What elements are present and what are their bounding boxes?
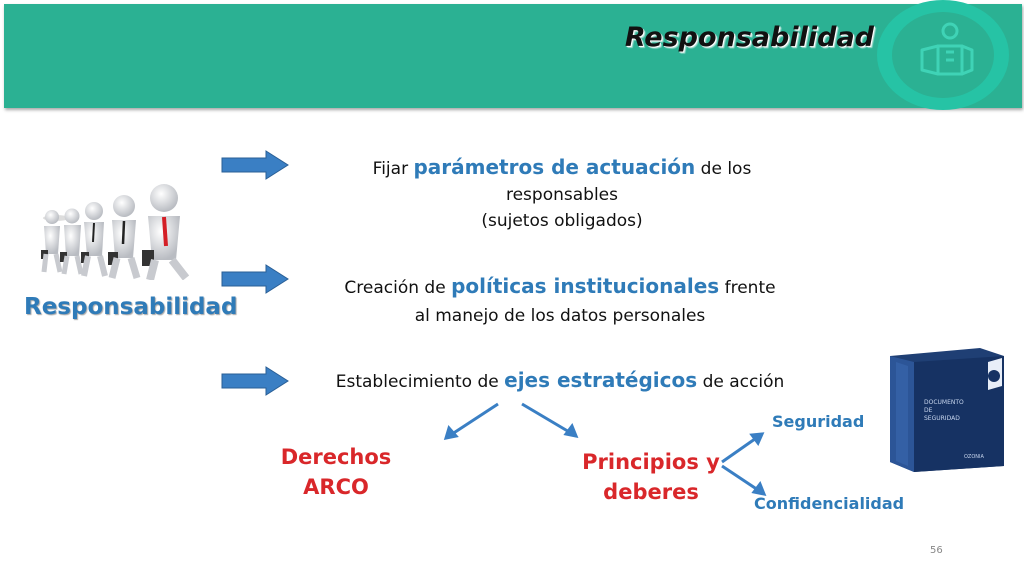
principios-line: Principios y — [582, 450, 720, 474]
confidencialidad-label: Confidencialidad — [754, 494, 905, 513]
arco-line: ARCO — [303, 475, 369, 499]
item-highlight: parámetros de actuación — [413, 155, 696, 179]
item-line2: responsables — [505, 185, 618, 205]
arrow-right-icon — [221, 150, 289, 180]
deberes-line: deberes — [603, 480, 699, 504]
business-people-illustration — [41, 184, 190, 280]
item-pre: Creación de — [344, 278, 452, 298]
derechos-arco-label: Derechos ARCO — [274, 442, 398, 502]
item-post: de los — [695, 159, 752, 179]
arrow-right-icon — [221, 366, 289, 396]
derechos-line: Derechos — [280, 445, 392, 469]
binder-brand: OZONIA — [964, 454, 985, 460]
item-pre: Fijar — [372, 159, 414, 179]
page-number: 56 — [930, 545, 943, 556]
binder-line2: DE — [924, 407, 933, 414]
item-highlight: políticas institucionales — [451, 274, 720, 298]
person-figure — [41, 210, 69, 273]
binder-line1: DOCUMENTO — [924, 399, 964, 406]
item-parametros: Fijar parámetros de actuación de los res… — [330, 154, 794, 234]
item-post: de acción — [697, 372, 785, 392]
item-pre: Establecimiento de — [335, 372, 505, 392]
person-box-icon — [920, 22, 974, 76]
item-politicas: Creación de políticas institucionales fr… — [300, 272, 820, 330]
item-ejes: Establecimiento de ejes estratégicos de … — [290, 366, 830, 396]
principios-deberes-label: Principios y deberes — [572, 447, 730, 507]
item-line2: al manejo de los datos personales — [414, 306, 706, 326]
item-post: frente — [719, 278, 776, 298]
arrow-right-icon — [221, 264, 289, 294]
item-line3: (sujetos obligados) — [481, 211, 643, 231]
security-document-binder: DOCUMENTO DE SEGURIDAD OZONIA — [890, 348, 1004, 472]
item-highlight: ejes estratégicos — [504, 368, 698, 392]
binder-line3: SEGURIDAD — [924, 415, 960, 422]
header-banner — [4, 4, 1022, 108]
slide-title: Responsabilidad — [624, 22, 874, 53]
seguridad-label: Seguridad — [772, 412, 865, 431]
responsabilidad-label: Responsabilidad — [24, 294, 238, 320]
